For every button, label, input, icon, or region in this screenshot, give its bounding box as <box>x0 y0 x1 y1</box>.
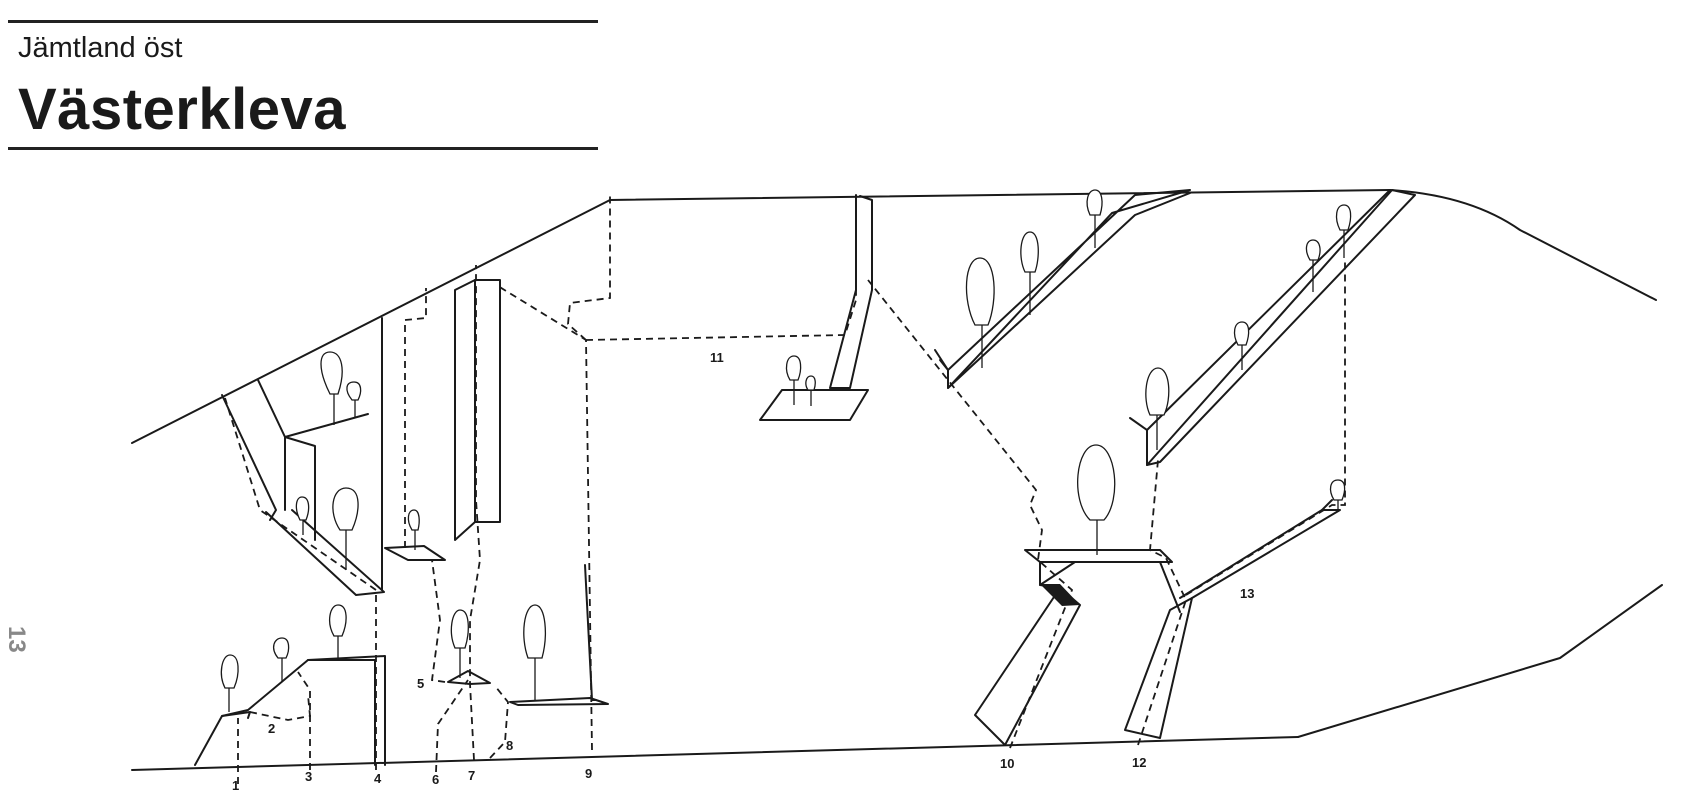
tree-icon <box>1021 232 1038 315</box>
route-line-6 <box>436 680 468 772</box>
route-line-12 <box>1138 460 1186 745</box>
route-number-13: 13 <box>1240 586 1254 601</box>
tree-icon <box>333 488 358 570</box>
right-ramp-lower <box>1130 190 1415 465</box>
trees <box>221 190 1350 712</box>
tree-icon <box>347 382 361 418</box>
route-line-5 <box>405 288 445 682</box>
route-number-12: 12 <box>1132 755 1146 770</box>
lower-right-buttress <box>975 500 1340 745</box>
tree-icon <box>524 605 546 700</box>
route-number-2: 2 <box>268 721 275 736</box>
tree-icon <box>787 356 801 405</box>
tree-icon <box>451 610 468 678</box>
route-line-4 <box>225 398 376 770</box>
climbing-routes <box>225 193 1345 784</box>
route-number-1: 1 <box>232 778 239 793</box>
cliff-outline <box>132 190 1662 770</box>
tree-icon <box>966 258 994 368</box>
route-line-2 <box>250 695 310 720</box>
route-line-9 <box>498 286 592 750</box>
tree-icon <box>296 497 308 535</box>
tree-icon <box>1146 368 1169 450</box>
route-number-5: 5 <box>417 676 424 691</box>
route-number-7: 7 <box>468 768 475 783</box>
route-number-3: 3 <box>305 769 312 784</box>
tree-icon <box>1331 480 1345 512</box>
route-number-11: 11 <box>710 350 724 365</box>
route-line-11 <box>568 193 856 340</box>
route-number-4: 4 <box>374 771 382 786</box>
tree-icon <box>330 605 346 660</box>
tree-icon <box>1078 445 1115 555</box>
tree-icon <box>1235 322 1249 370</box>
tree-icon <box>408 510 419 550</box>
tree-icon <box>1087 190 1102 248</box>
route-number-10: 10 <box>1000 756 1014 771</box>
central-pillar <box>385 280 608 705</box>
route-number-6: 6 <box>432 772 439 787</box>
tree-icon <box>321 352 342 425</box>
tree-icon <box>274 638 289 682</box>
route-number-8: 8 <box>506 738 513 753</box>
route-number-9: 9 <box>585 766 592 781</box>
dark-overhang <box>1040 584 1080 606</box>
route-line-3 <box>298 672 310 770</box>
tree-icon <box>221 655 238 712</box>
